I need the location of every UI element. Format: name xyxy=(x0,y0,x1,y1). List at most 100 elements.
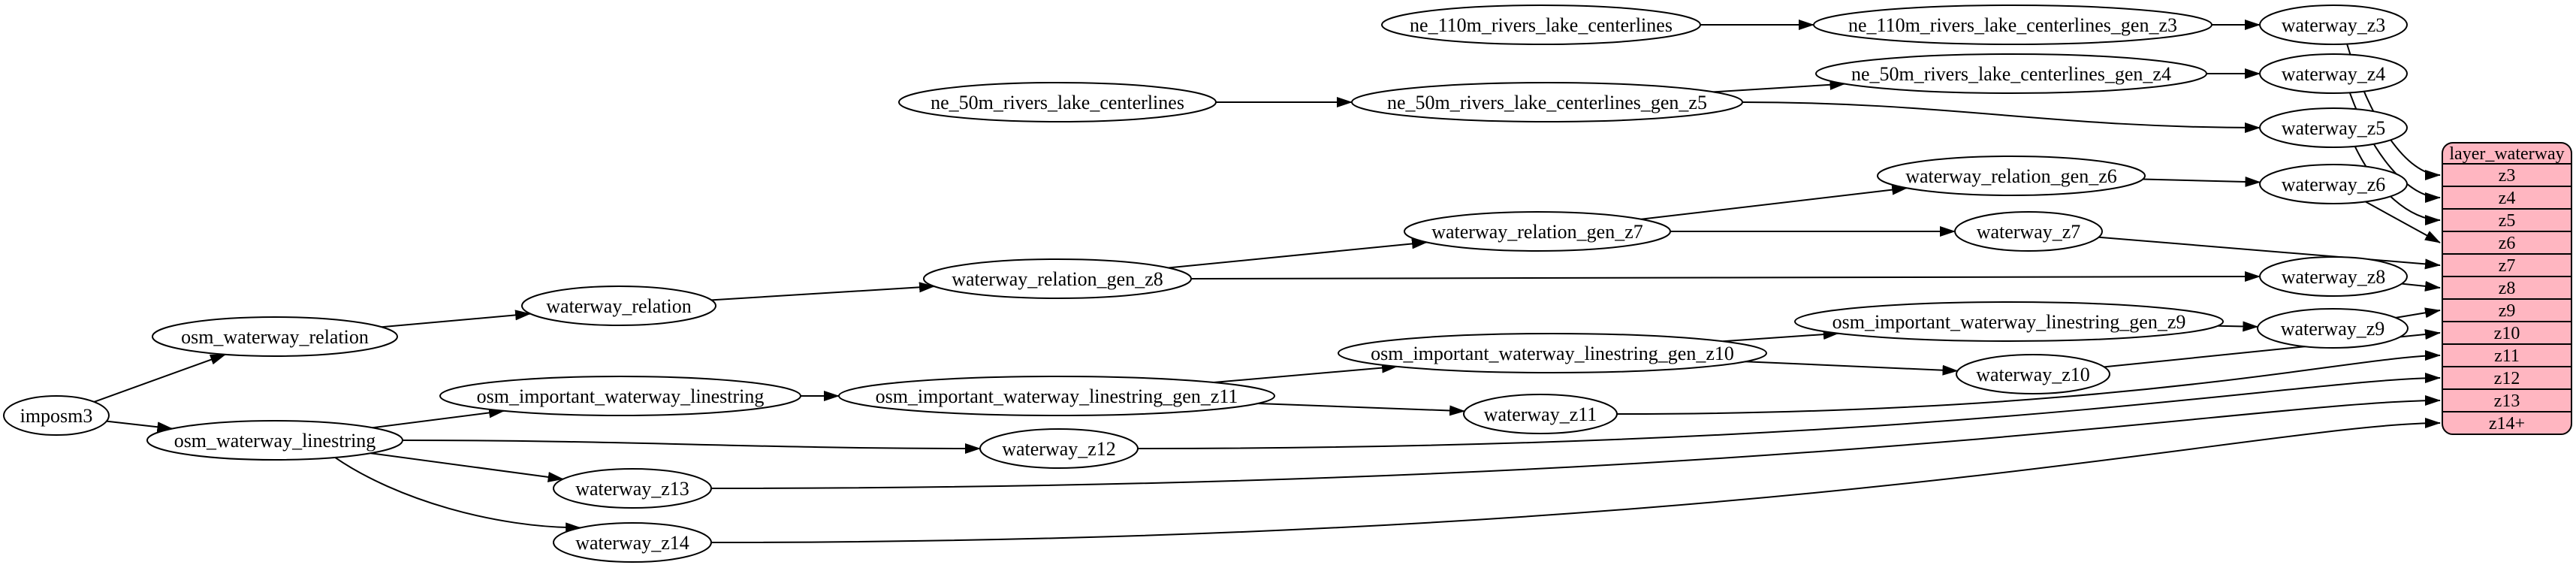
node-ellipse-waterway_z4 xyxy=(2259,53,2408,94)
node-label-waterway_relation: waterway_relation xyxy=(546,295,691,317)
node-label-waterway_relation_gen_z6: waterway_relation_gen_z6 xyxy=(1905,165,2117,187)
node-label-waterway_z13: waterway_z13 xyxy=(575,478,689,500)
node-label-osm_important_waterway_linestring_gen_z11: osm_important_waterway_linestring_gen_z1… xyxy=(876,385,1238,407)
edge-osm_waterway_linestring-to-osm_important_waterway_linestring xyxy=(373,407,505,429)
node-ellipse-waterway_z5 xyxy=(2259,107,2408,148)
node-waterway_z12: waterway_z12 xyxy=(979,428,1139,469)
table-row-z6: z6 xyxy=(2499,234,2516,253)
node-ne_50m_rivers_lake_centerlines: ne_50m_rivers_lake_centerlines xyxy=(898,82,1217,122)
node-label-ne_110m_rivers_lake_centerlines: ne_110m_rivers_lake_centerlines xyxy=(1410,14,1673,36)
node-osm_waterway_relation: osm_waterway_relation xyxy=(152,316,398,357)
node-osm_waterway_linestring: osm_waterway_linestring xyxy=(146,420,403,461)
node-waterway_relation: waterway_relation xyxy=(521,286,716,326)
edge-ne_50m_rivers_lake_centerlines_gen_z5-to-waterway_z5 xyxy=(1742,101,2261,133)
edge-osm_important_waterway_linestring_gen_z10-to-osm_important_waterway_linestring_gen_z9 xyxy=(1723,329,1839,343)
node-waterway_z14: waterway_z14 xyxy=(553,522,712,563)
node-label-waterway_z9: waterway_z9 xyxy=(2281,318,2385,340)
edge-waterway_relation-to-waterway_relation_gen_z8 xyxy=(711,282,935,301)
node-ellipse-osm_waterway_relation xyxy=(152,316,398,357)
table-layer_waterway: layer_waterwayz3z4z5z6z7z8z9z10z11z12z13… xyxy=(2442,142,2572,435)
table-row-z13: z13 xyxy=(2494,391,2520,411)
node-osm_important_waterway_linestring: osm_important_waterway_linestring xyxy=(439,376,801,416)
node-ellipse-waterway_z6 xyxy=(2259,164,2408,204)
node-waterway_z7: waterway_z7 xyxy=(1954,211,2103,252)
node-ellipse-ne_50m_rivers_lake_centerlines_gen_z5 xyxy=(1351,82,1743,122)
node-waterway_z10: waterway_z10 xyxy=(1956,354,2110,394)
edges-layer xyxy=(93,20,2441,543)
edge-imposm3-to-osm_waterway_relation xyxy=(93,353,227,403)
node-waterway_z13: waterway_z13 xyxy=(553,468,712,509)
node-waterway_z8: waterway_z8 xyxy=(2259,256,2408,297)
node-ellipse-ne_110m_rivers_lake_centerlines xyxy=(1381,5,1701,45)
table-row-z3: z3 xyxy=(2499,166,2516,186)
node-ne_110m_rivers_lake_centerlines: ne_110m_rivers_lake_centerlines xyxy=(1381,5,1701,45)
edge-osm_waterway_linestring-to-waterway_z13 xyxy=(370,452,564,482)
node-label-waterway_z12: waterway_z12 xyxy=(1002,438,1116,460)
table-outline xyxy=(2442,142,2572,435)
table-row-z8: z8 xyxy=(2499,279,2516,298)
node-label-osm_waterway_linestring: osm_waterway_linestring xyxy=(174,430,376,452)
edge-waterway_relation_gen_z8-to-waterway_relation_gen_z7 xyxy=(1168,238,1428,269)
node-label-imposm3: imposm3 xyxy=(20,405,93,427)
table-header-label: layer_waterway xyxy=(2449,144,2564,164)
edge-waterway_z7-to-z7 xyxy=(2098,236,2441,270)
edge-osm_important_waterway_linestring_gen_z10-to-waterway_z10 xyxy=(1745,361,1959,376)
node-ellipse-waterway_z3 xyxy=(2259,5,2408,45)
node-osm_important_waterway_linestring_gen_z9: osm_important_waterway_linestring_gen_z9 xyxy=(1794,301,2224,342)
edge-waterway_relation_gen_z7-to-waterway_relation_gen_z6 xyxy=(1641,184,1908,220)
node-ellipse-waterway_z9 xyxy=(2257,308,2409,349)
node-ellipse-waterway_relation_gen_z7 xyxy=(1404,211,1671,252)
edge-osm_important_waterway_linestring_gen_z11-to-osm_important_waterway_linestring_gen_z10 xyxy=(1213,362,1398,383)
table-row-z9: z9 xyxy=(2499,301,2516,321)
node-ellipse-waterway_z7 xyxy=(1954,211,2103,252)
node-osm_important_waterway_linestring_gen_z10: osm_important_waterway_linestring_gen_z1… xyxy=(1338,333,1767,373)
node-ellipse-waterway_z10 xyxy=(1956,354,2110,394)
node-ellipse-waterway_z8 xyxy=(2259,256,2408,297)
edge-osm_important_waterway_linestring_gen_z11-to-waterway_z11 xyxy=(1257,403,1466,416)
node-label-waterway_z4: waterway_z4 xyxy=(2282,63,2386,85)
node-ellipse-osm_important_waterway_linestring_gen_z10 xyxy=(1338,333,1767,373)
edge-waterway_z13-to-z13 xyxy=(710,395,2441,489)
node-waterway_z4: waterway_z4 xyxy=(2259,53,2408,94)
node-ellipse-waterway_z12 xyxy=(979,428,1139,469)
table-layer: layer_waterwayz3z4z5z6z7z8z9z10z11z12z13… xyxy=(2442,142,2572,435)
edge-osm_important_waterway_linestring_gen_z9-to-waterway_z9 xyxy=(2217,321,2259,332)
node-osm_important_waterway_linestring_gen_z11: osm_important_waterway_linestring_gen_z1… xyxy=(838,376,1275,416)
node-ellipse-waterway_relation_gen_z6 xyxy=(1877,156,2146,196)
node-label-osm_waterway_relation: osm_waterway_relation xyxy=(181,326,369,348)
node-ellipse-ne_110m_rivers_lake_centerlines_gen_z3 xyxy=(1813,5,2213,45)
node-label-waterway_z5: waterway_z5 xyxy=(2282,117,2386,139)
table-row-z11: z11 xyxy=(2494,346,2520,366)
node-ne_110m_rivers_lake_centerlines_gen_z3: ne_110m_rivers_lake_centerlines_gen_z3 xyxy=(1813,5,2213,45)
table-row-z4: z4 xyxy=(2499,189,2516,208)
edge-waterway_z6-to-z6 xyxy=(2365,201,2441,243)
node-ellipse-ne_50m_rivers_lake_centerlines xyxy=(898,82,1217,122)
node-ellipse-osm_important_waterway_linestring xyxy=(439,376,801,416)
edge-osm_waterway_relation-to-waterway_relation xyxy=(382,310,532,328)
node-waterway_relation_gen_z6: waterway_relation_gen_z6 xyxy=(1877,156,2146,196)
node-label-ne_110m_rivers_lake_centerlines_gen_z3: ne_110m_rivers_lake_centerlines_gen_z3 xyxy=(1848,14,2177,36)
edge-osm_waterway_linestring-to-waterway_z14 xyxy=(334,457,582,533)
node-label-waterway_z14: waterway_z14 xyxy=(575,532,689,554)
node-ellipse-imposm3 xyxy=(3,395,110,436)
node-ne_50m_rivers_lake_centerlines_gen_z4: ne_50m_rivers_lake_centerlines_gen_z4 xyxy=(1815,53,2207,94)
table-row-z14+: z14+ xyxy=(2489,414,2525,434)
node-label-waterway_z6: waterway_z6 xyxy=(2282,174,2386,195)
node-label-osm_important_waterway_linestring: osm_important_waterway_linestring xyxy=(477,385,765,407)
edge-waterway_relation_gen_z6-to-waterway_z6 xyxy=(2143,176,2261,187)
node-waterway_z5: waterway_z5 xyxy=(2259,107,2408,148)
table-row-z10: z10 xyxy=(2494,324,2520,343)
edge-waterway_z5-to-z5 xyxy=(2354,146,2441,225)
node-ellipse-osm_waterway_linestring xyxy=(146,420,403,461)
node-ellipse-waterway_relation_gen_z8 xyxy=(923,258,1192,299)
node-waterway_z6: waterway_z6 xyxy=(2259,164,2408,204)
table-row-z5: z5 xyxy=(2499,211,2516,231)
node-label-waterway_z8: waterway_z8 xyxy=(2282,266,2386,288)
edge-ne_50m_rivers_lake_centerlines_gen_z5-to-ne_50m_rivers_lake_centerlines_gen_z4 xyxy=(1713,79,1846,93)
node-ellipse-waterway_z11 xyxy=(1463,394,1618,434)
node-waterway_relation_gen_z8: waterway_relation_gen_z8 xyxy=(923,258,1192,299)
node-waterway_z9: waterway_z9 xyxy=(2257,308,2409,349)
table-row-z7: z7 xyxy=(2499,256,2516,276)
